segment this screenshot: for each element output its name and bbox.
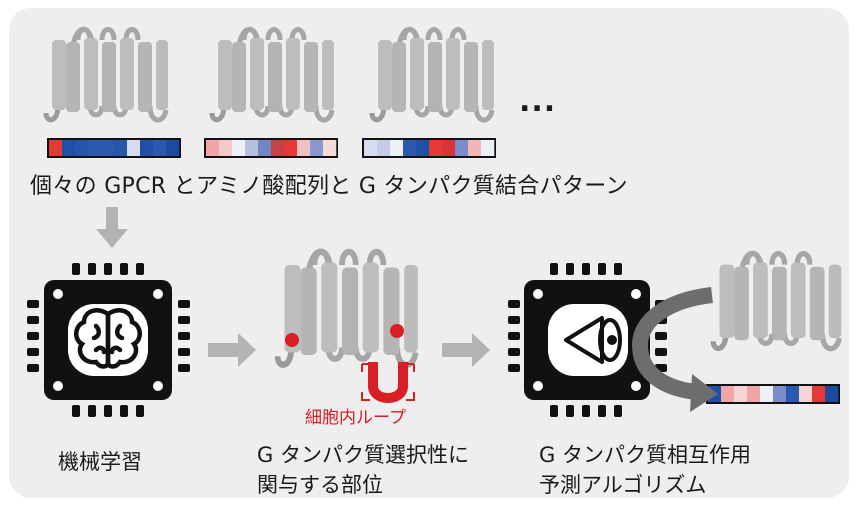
sequence-bar-1 (47, 138, 181, 158)
gpcr-receptor-icon-2 (212, 29, 334, 120)
sequence-segment (455, 140, 469, 156)
sequence-segment (62, 140, 76, 156)
gpcr-receptor-icon-1 (46, 29, 168, 120)
sequence-segment (219, 140, 233, 156)
sequence-segment (377, 140, 391, 156)
selectivity-site-dot-1 (285, 333, 299, 347)
intracellular-loop-highlight (361, 362, 415, 403)
sequence-segment (786, 386, 800, 402)
top-caption: 個々の GPCR とアミノ酸配列と G タンパク質結合パターン (30, 174, 628, 199)
sequence-segment (429, 140, 443, 156)
sequence-segment (825, 386, 839, 402)
sequence-segment (442, 140, 456, 156)
sequence-segment (166, 140, 180, 156)
eye-chip-icon (508, 263, 667, 417)
selectivity-label-line-2: 関与する部位 (257, 473, 383, 497)
down-arrow-icon (96, 207, 128, 248)
gpcr-receptor-icon-mid (278, 252, 418, 365)
intracellular-loop-label: 細胞内ループ (305, 408, 406, 428)
sequence-segment (101, 140, 115, 156)
sequence-segment (88, 140, 102, 156)
sequence-segment (390, 140, 404, 156)
sequence-segment (416, 140, 430, 156)
sequence-segment (284, 140, 298, 156)
gpcr-receptor-icon-3 (372, 29, 494, 120)
algorithm-label-line-1: G タンパク質相互作用 (539, 443, 751, 467)
sequence-segment (721, 386, 735, 402)
sequence-segment (206, 140, 220, 156)
selectivity-site-dot-2 (390, 324, 404, 338)
sequence-segment (271, 140, 285, 156)
right-arrow-icon-1 (208, 333, 256, 367)
sequence-segment (364, 140, 378, 156)
prediction-algorithm-label: G タンパク質相互作用 予測アルゴリズム (539, 440, 751, 500)
sequence-bar-2 (204, 138, 338, 158)
sequence-segment (403, 140, 417, 156)
algorithm-label-line-2: 予測アルゴリズム (539, 473, 707, 497)
sequence-bar-3 (362, 138, 496, 158)
sequence-segment (310, 140, 324, 156)
sequence-segment (773, 386, 787, 402)
sequence-segment (49, 140, 63, 156)
sequence-segment (75, 140, 89, 156)
sequence-segment (245, 140, 259, 156)
right-arrow-icon-2 (442, 333, 490, 367)
sequence-segment (812, 386, 826, 402)
sequence-segment (114, 140, 128, 156)
gpcr-receptor-icon-right (713, 253, 841, 348)
sequence-bar-4 (706, 384, 840, 404)
more-receptors-ellipsis: ... (519, 84, 557, 119)
machine-learning-label: 機械学習 (58, 450, 142, 474)
curved-arrow-icon (631, 287, 718, 412)
sequence-segment (468, 140, 482, 156)
sequence-segment (127, 140, 141, 156)
sequence-segment (799, 386, 813, 402)
selectivity-sites-label: G タンパク質選択性に 関与する部位 (257, 440, 469, 500)
sequence-segment (153, 140, 167, 156)
sequence-segment (140, 140, 154, 156)
sequence-segment (258, 140, 272, 156)
sequence-segment (297, 140, 311, 156)
sequence-segment (232, 140, 246, 156)
sequence-segment (760, 386, 774, 402)
brain-chip-icon (27, 263, 190, 417)
sequence-segment (734, 386, 748, 402)
sequence-segment (481, 140, 495, 156)
sequence-segment (323, 140, 337, 156)
selectivity-label-line-1: G タンパク質選択性に (257, 443, 469, 467)
sequence-segment (747, 386, 761, 402)
